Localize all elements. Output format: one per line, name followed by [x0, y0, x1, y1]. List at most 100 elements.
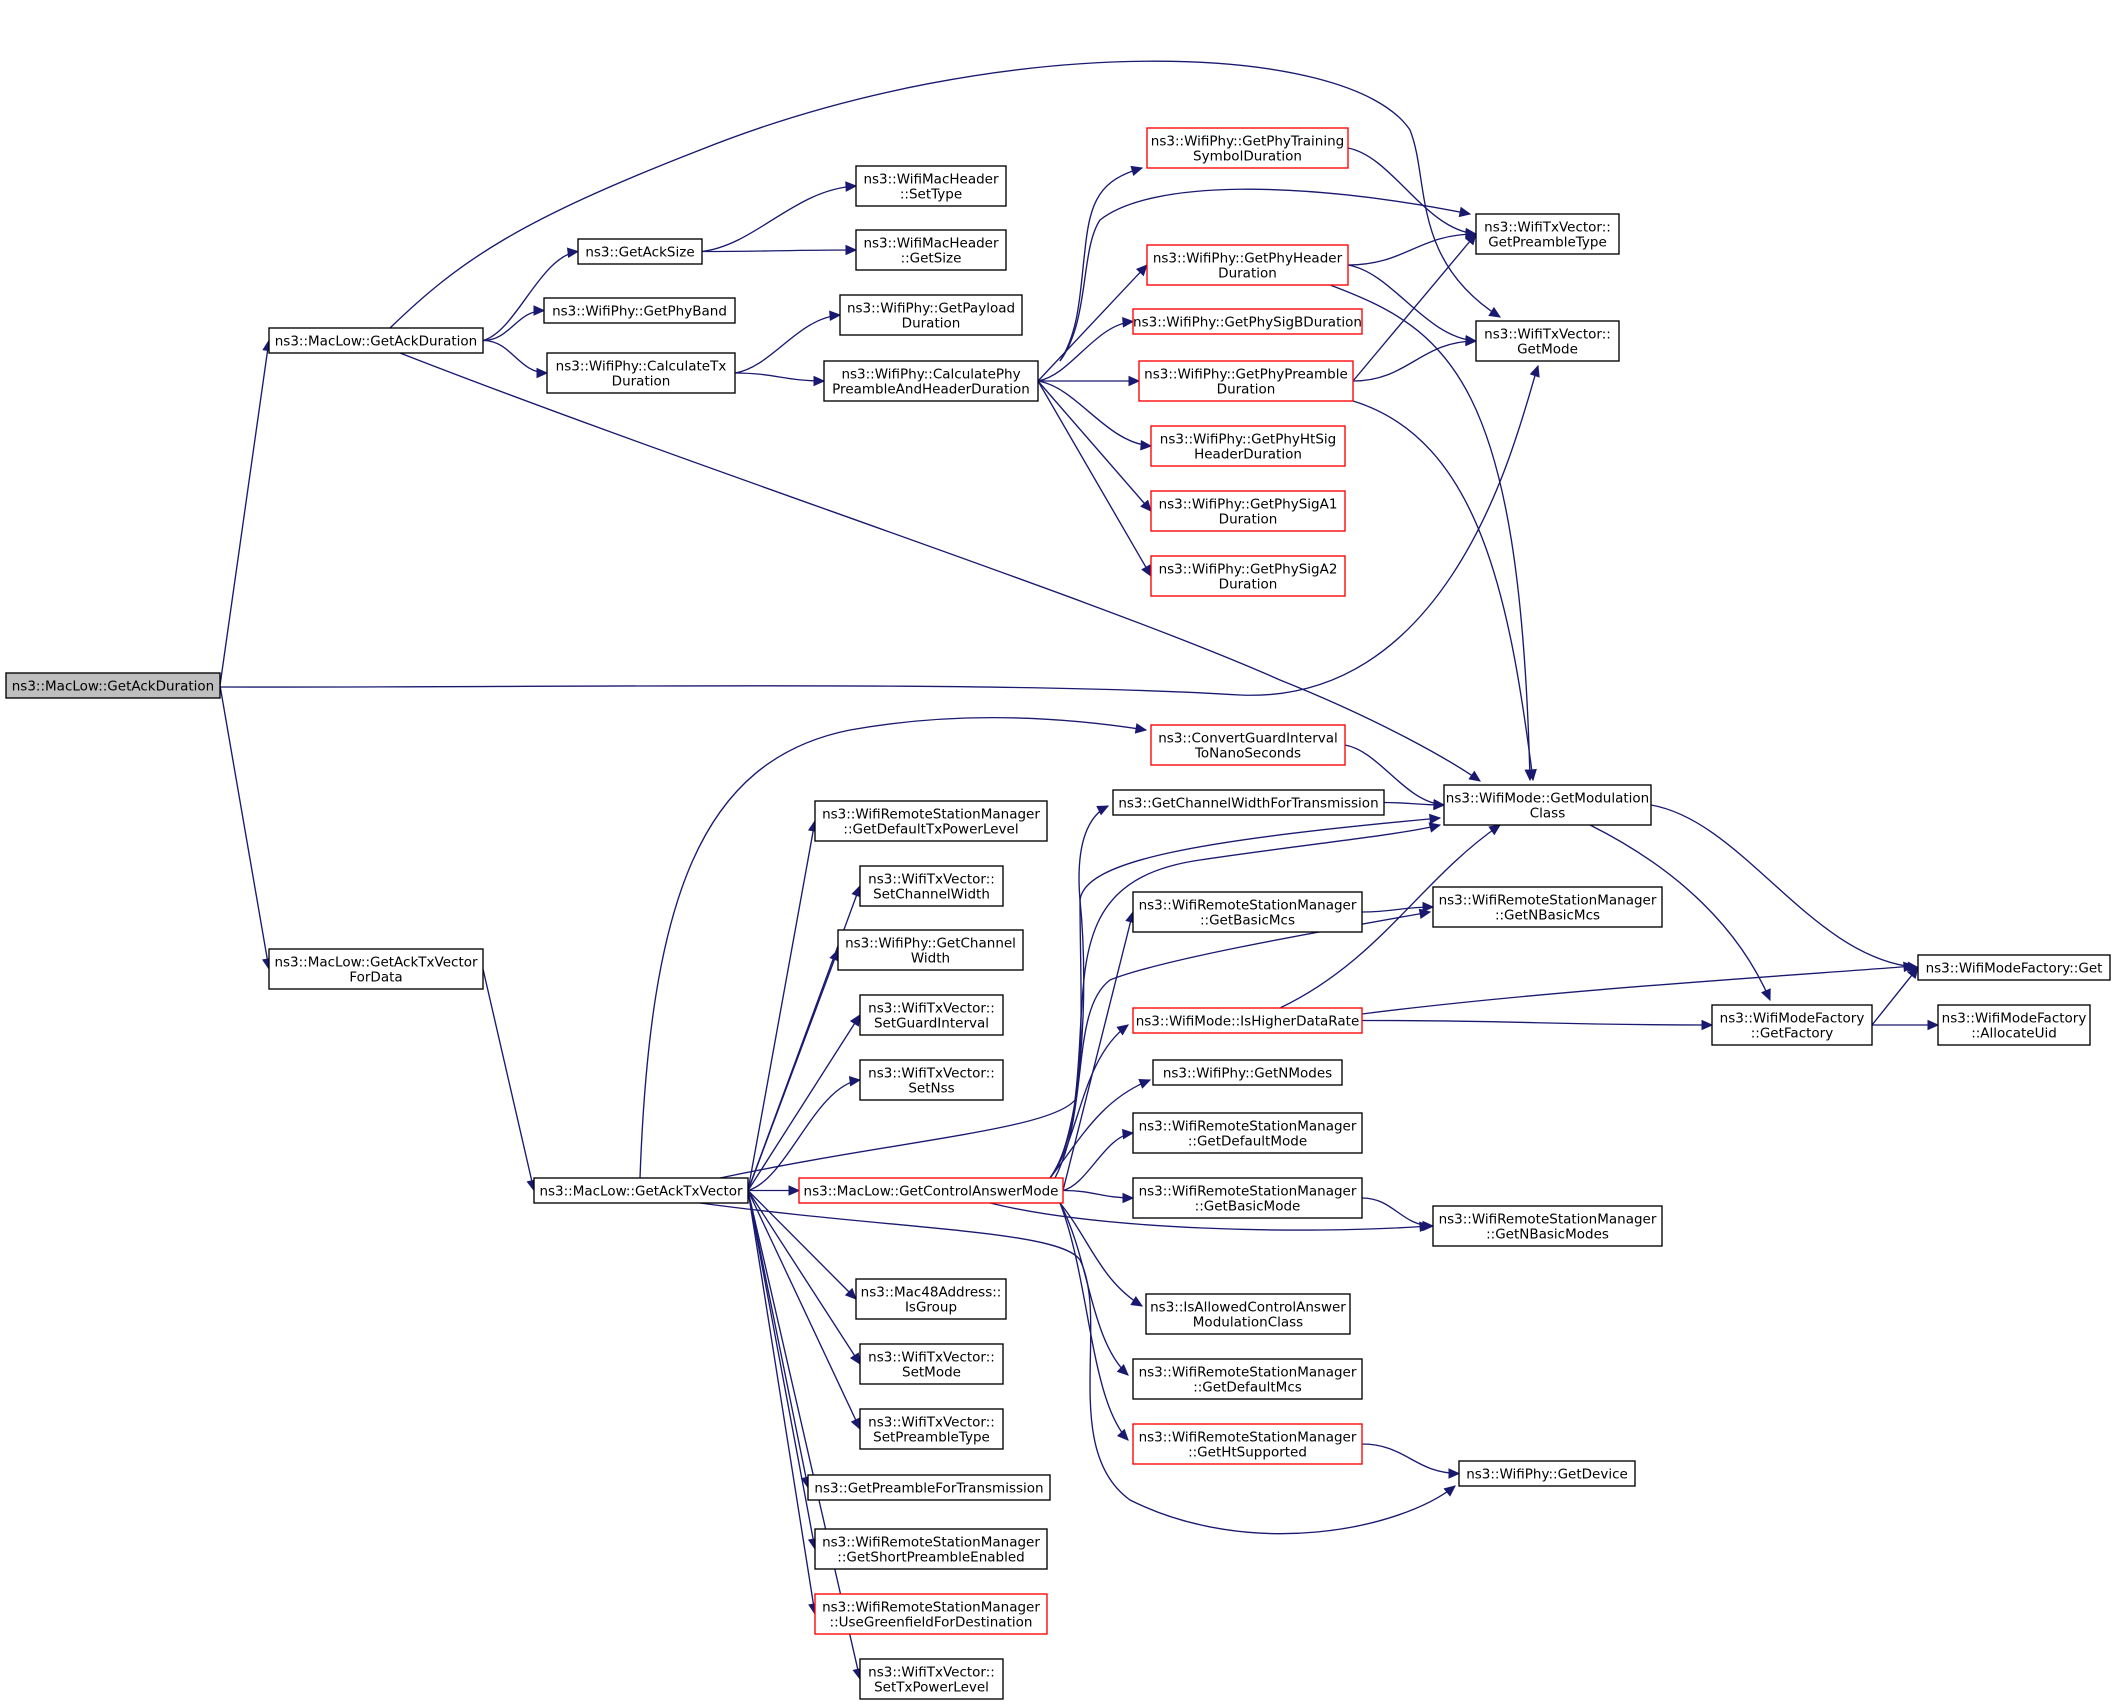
node-set-nss[interactable]: ns3::WifiTxVector::SetNss: [859, 1059, 1004, 1101]
node-get-phy-band[interactable]: ns3::WifiPhy::GetPhyBand: [543, 297, 736, 324]
node-mac-hdr-get-size[interactable]: ns3::WifiMacHeader::GetSize: [855, 229, 1007, 271]
node-get-n-basic-mcs[interactable]: ns3::WifiRemoteStationManager::GetNBasic…: [1432, 886, 1663, 928]
arrowhead: [1488, 306, 1502, 318]
node-mode-factory-get[interactable]: ns3::WifiModeFactory::Get: [1917, 954, 2111, 981]
node-get-basic-mode[interactable]: ns3::WifiRemoteStationManager::GetBasicM…: [1132, 1177, 1363, 1219]
node-get-short-preamble-enabled[interactable]: ns3::WifiRemoteStationManager::GetShortP…: [814, 1528, 1048, 1570]
node-label: Duration: [1219, 577, 1278, 593]
node-allocate-uid[interactable]: ns3::WifiModeFactory::AllocateUid: [1937, 1004, 2091, 1046]
node-label: ns3::GetChannelWidthForTransmission: [1118, 796, 1378, 812]
node-label: ::AllocateUid: [1971, 1026, 2057, 1042]
edge-line: [219, 685, 270, 970]
node-get-default-mode[interactable]: ns3::WifiRemoteStationManager::GetDefaul…: [1132, 1112, 1363, 1154]
node-label: PreambleAndHeaderDuration: [832, 382, 1030, 398]
node-label: ModulationClass: [1193, 1315, 1303, 1331]
node-label: ns3::WifiPhy::CalculateTx: [556, 359, 727, 375]
node-set-preamble-type[interactable]: ns3::WifiTxVector::SetPreambleType: [859, 1408, 1004, 1450]
arrowhead: [1135, 264, 1148, 277]
node-get-ht-supported[interactable]: ns3::WifiRemoteStationManager::GetHtSupp…: [1132, 1423, 1363, 1465]
node-get-phy-sig-b[interactable]: ns3::WifiPhy::GetPhySigBDuration: [1132, 308, 1363, 335]
node-set-mode[interactable]: ns3::WifiTxVector::SetMode: [859, 1343, 1004, 1385]
node-get-ack-size[interactable]: ns3::GetAckSize: [577, 238, 703, 265]
node-label: SetTxPowerLevel: [874, 1680, 989, 1696]
node-get-channel-width-for-tx[interactable]: ns3::GetChannelWidthForTransmission: [1112, 789, 1385, 816]
edge-getControlAnswerMode-to-getBasicMode: [1062, 1189, 1135, 1204]
edge-getAckDuration2-to-calculateTxDuration: [482, 339, 549, 379]
edge-line: [1352, 233, 1477, 382]
edge-getAckDuration2-to-getModulationClass: [399, 352, 1481, 782]
node-label: ns3::WifiPhy::GetPhySigBDuration: [1133, 315, 1362, 331]
edge-line: [747, 1190, 857, 1300]
node-box: [1150, 490, 1346, 532]
node-set-tx-power-level[interactable]: ns3::WifiTxVector::SetTxPowerLevel: [859, 1658, 1004, 1700]
edge-getAckDuration2-to-getPhyBand: [482, 305, 546, 342]
node-box: [1132, 1423, 1363, 1465]
node-get-ack-duration2[interactable]: ns3::MacLow::GetAckDuration: [268, 327, 484, 354]
node-label: ToNanoSeconds: [1194, 746, 1301, 762]
node-mode-factory-get-factory[interactable]: ns3::WifiModeFactory::GetFactory: [1711, 1004, 1873, 1046]
node-set-guard-interval[interactable]: ns3::WifiTxVector::SetGuardInterval: [859, 994, 1004, 1036]
arrowhead: [1116, 1428, 1129, 1441]
node-get-device[interactable]: ns3::WifiPhy::GetDevice: [1458, 1460, 1636, 1487]
edge-getAckTxVector-to-setPreambleType: [747, 1190, 861, 1431]
edge-getPhyPreambleDuration-to-getModulationClass: [1352, 400, 1537, 782]
node-label: ns3::Mac48Address::: [861, 1285, 1002, 1301]
node-txv-get-mode[interactable]: ns3::WifiTxVector::GetMode: [1475, 320, 1620, 362]
node-get-n-modes[interactable]: ns3::WifiPhy::GetNModes: [1152, 1059, 1343, 1086]
node-get-ack-tx-vector[interactable]: ns3::MacLow::GetAckTxVector: [533, 1177, 749, 1204]
node-label: ::GetShortPreambleEnabled: [837, 1550, 1024, 1566]
node-use-greenfield[interactable]: ns3::WifiRemoteStationManager::UseGreenf…: [814, 1593, 1048, 1635]
node-label: Width: [911, 951, 950, 967]
node-get-preamble-for-tx[interactable]: ns3::GetPreambleForTransmission: [807, 1474, 1051, 1501]
arrowhead: [845, 244, 858, 256]
arrowhead: [829, 310, 842, 321]
node-txv-get-preamble-type[interactable]: ns3::WifiTxVector::GetPreambleType: [1475, 213, 1620, 255]
edge-line: [1037, 380, 1152, 577]
node-get-default-tx-power-level[interactable]: ns3::WifiRemoteStationManager::GetDefaul…: [814, 800, 1048, 842]
node-get-phy-training[interactable]: ns3::WifiPhy::GetPhyTrainingSymbolDurati…: [1146, 127, 1349, 169]
edge-line: [1650, 804, 1919, 969]
edge-getAckTxVector-to-setNss: [747, 1076, 862, 1192]
node-is-higher-data-rate[interactable]: ns3::WifiMode::IsHigherDataRate: [1132, 1007, 1363, 1034]
node-set-channel-width[interactable]: ns3::WifiTxVector::SetChannelWidth: [859, 865, 1004, 907]
node-label: ns3::WifiTxVector::: [1484, 327, 1611, 343]
arrowhead: [1458, 206, 1472, 218]
node-label: ::GetNBasicModes: [1486, 1227, 1609, 1243]
node-get-n-basic-modes[interactable]: ns3::WifiRemoteStationManager::GetNBasic…: [1432, 1205, 1663, 1247]
node-label: ns3::WifiMode::IsHigherDataRate: [1136, 1014, 1360, 1030]
nodes-layer: ns3::MacLow::GetAckDurationns3::MacLow::…: [5, 127, 2111, 1700]
node-get-channel-width[interactable]: ns3::WifiPhy::GetChannelWidth: [837, 929, 1024, 971]
node-box: [1443, 784, 1652, 826]
edge-line: [1059, 188, 1471, 362]
node-label: SetMode: [902, 1365, 961, 1381]
node-label: ns3::WifiRemoteStationManager: [1439, 893, 1657, 909]
node-calc-phy-preamble[interactable]: ns3::WifiPhy::CalculatePhyPreambleAndHea…: [823, 360, 1039, 402]
edge-line: [747, 820, 816, 1191]
node-mac-hdr-set-type[interactable]: ns3::WifiMacHeader::SetType: [855, 165, 1007, 207]
node-label: ns3::WifiRemoteStationManager: [822, 1535, 1040, 1551]
node-is-group[interactable]: ns3::Mac48Address::IsGroup: [855, 1278, 1007, 1320]
node-get-default-mcs[interactable]: ns3::WifiRemoteStationManager::GetDefaul…: [1132, 1358, 1363, 1400]
edge-getControlAnswerMode-to-getBasicMcs: [1062, 910, 1136, 1191]
node-is-allowed-control-answer[interactable]: ns3::IsAllowedControlAnswerModulationCla…: [1145, 1293, 1351, 1335]
node-get-control-answer-mode[interactable]: ns3::MacLow::GetControlAnswerMode: [798, 1177, 1064, 1204]
edge-calcPhyPreamble-to-getPhySigA1: [1037, 380, 1152, 512]
arrowhead: [1465, 335, 1478, 347]
node-label: ::GetBasicMode: [1195, 1199, 1301, 1215]
node-box: [859, 1408, 1004, 1450]
node-label: Duration: [1219, 512, 1278, 528]
node-label: ns3::WifiTxVector::: [868, 1066, 995, 1082]
node-get-basic-mcs[interactable]: ns3::WifiRemoteStationManager::GetBasicM…: [1132, 891, 1363, 933]
node-label: ns3::WifiRemoteStationManager: [1139, 898, 1357, 914]
edge-line: [1347, 233, 1477, 266]
